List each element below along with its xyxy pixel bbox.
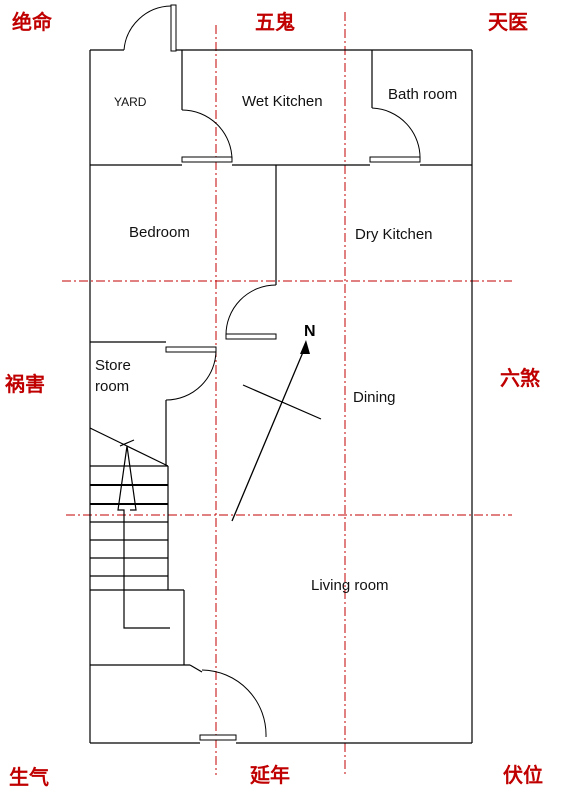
- living-room-label: Living room: [311, 577, 389, 594]
- interior-walls: [90, 50, 472, 666]
- store-room-door-leaf: [165, 346, 217, 353]
- yard-label: YARD: [114, 95, 147, 109]
- sector-grid: [62, 12, 512, 775]
- bath-room-door-swing: [371, 107, 421, 161]
- bedroom-door-swing: [225, 284, 277, 337]
- store-room-label-line2: room: [95, 378, 129, 395]
- north-label: N: [304, 323, 316, 340]
- wet-kitchen-door-swing: [181, 109, 233, 161]
- sector-label-bottom-right: 伏位: [503, 763, 543, 787]
- room-labels: YARD Wet Kitchen Bath room Bedroom Dry K…: [95, 86, 457, 594]
- store-room-label-line1: Store: [95, 357, 131, 374]
- bedroom-door-leaf: [225, 333, 277, 340]
- store-room-door-swing: [165, 349, 217, 401]
- sector-label-middle-left: 祸害: [5, 372, 45, 396]
- sector-label-bottom-left: 生气: [9, 765, 49, 789]
- doors: [165, 107, 421, 741]
- north-arrow-head-icon: [300, 340, 310, 354]
- yard-door-swing: [123, 5, 172, 51]
- bedroom-label: Bedroom: [129, 224, 190, 241]
- compass-cross-line: [242, 384, 322, 420]
- sector-label-middle-right: 六煞: [500, 366, 541, 390]
- sector-label-top-right: 天医: [488, 10, 528, 34]
- wet-kitchen-door-leaf: [181, 156, 233, 163]
- main-door-swing: [201, 669, 267, 738]
- sector-label-top-center: 五鬼: [255, 10, 295, 34]
- wet-kitchen-label: Wet Kitchen: [242, 93, 323, 110]
- yard-door-leaf: [170, 4, 177, 52]
- dry-kitchen-label: Dry Kitchen: [355, 226, 433, 243]
- north-arrow-shaft: [231, 344, 307, 522]
- dining-label: Dining: [353, 389, 396, 406]
- sector-label-top-left: 绝命: [12, 10, 53, 34]
- bath-room-door-leaf: [369, 156, 421, 163]
- outer-walls: [89, 4, 473, 744]
- compass: N: [231, 323, 322, 522]
- staircase: [89, 427, 170, 629]
- main-door-leaf: [199, 734, 237, 741]
- bath-room-label: Bath room: [388, 86, 457, 103]
- sector-labels: 绝命 五鬼 天医 祸害 六煞 生气 延年 伏位: [5, 10, 543, 789]
- sector-label-bottom-center: 延年: [249, 763, 290, 787]
